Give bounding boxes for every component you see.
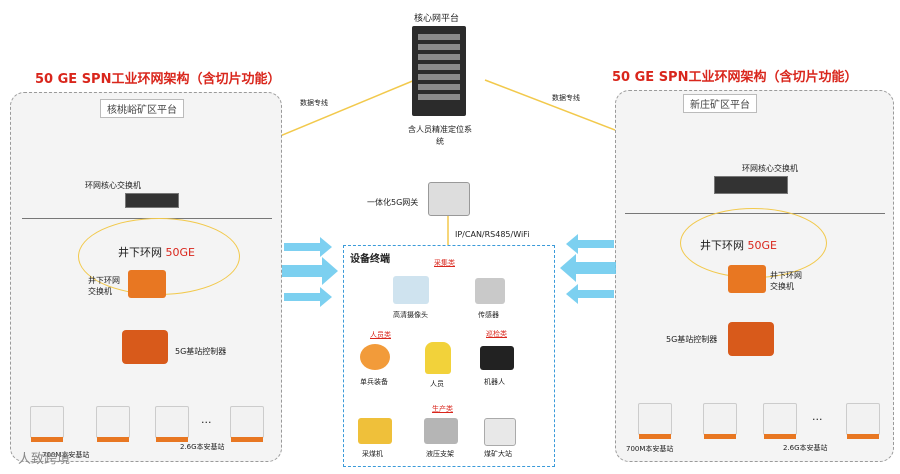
terminal-title: 设备终端 [350, 254, 390, 265]
right-controller-label: 5G基站控制器 [666, 335, 718, 344]
right-bs-2 [703, 403, 737, 439]
right-controller-icon [728, 322, 774, 356]
gateway-icon [428, 182, 470, 216]
left-down-switch-label: 井下环网交换机 [88, 276, 120, 296]
left-title: 50 GE SPN工业环网架构（含切片功能） [35, 72, 281, 87]
right-ring-speed: 50GE [747, 239, 777, 252]
left-ellipsis: ... [201, 413, 212, 426]
right-core-switch-icon [714, 176, 788, 194]
left-ring-speed: 50GE [165, 246, 195, 259]
right-bs-700-label: 700M本安基站 [626, 445, 674, 453]
robot-icon [480, 346, 514, 370]
left-link-label: 数据专线 [300, 99, 328, 107]
right-ring-prefix: 井下环网 [700, 239, 744, 252]
core-server-icon [412, 26, 466, 116]
right-bs-4 [846, 403, 880, 439]
right-ellipsis: ... [812, 410, 823, 423]
right-core-switch-label: 环网核心交换机 [742, 164, 798, 173]
watermark: 人致跨境 [18, 452, 71, 467]
left-arrows [282, 237, 338, 307]
sensor-label: 传感器 [478, 311, 499, 319]
right-bs-26-label: 2.6G本安基站 [783, 444, 828, 452]
left-bs-4 [230, 406, 264, 442]
server-rack-icon [418, 34, 460, 100]
right-ring-label: 井下环网 50GE [700, 237, 777, 253]
person-label: 人员 [430, 380, 444, 388]
support-label: 液压支架 [426, 450, 454, 458]
left-bs-26-label: 2.6G本安基站 [180, 443, 225, 451]
left-platform-label: 核桃峪矿区平台 [100, 99, 184, 118]
phone-equip-icon [360, 344, 390, 370]
left-core-switch-label: 环网核心交换机 [85, 181, 141, 190]
left-bs-1 [30, 406, 64, 442]
left-ring-label: 井下环网 50GE [118, 244, 195, 260]
left-bs-2 [96, 406, 130, 442]
sensor-icon [475, 278, 505, 304]
miner-icon [358, 418, 392, 444]
left-bs-3 [155, 406, 189, 442]
support-icon [424, 418, 458, 444]
right-bs-1 [638, 403, 672, 439]
right-arrows [560, 234, 616, 304]
left-down-switch-icon [128, 270, 166, 298]
left-controller-label: 5G基站控制器 [175, 347, 227, 356]
drill-label: 煤矿大站 [484, 450, 512, 458]
drill-icon [484, 418, 516, 446]
left-controller-icon [122, 330, 168, 364]
right-platform-label: 新庄矿区平台 [683, 94, 757, 113]
left-ring-prefix: 井下环网 [118, 246, 162, 259]
camera-icon [393, 276, 429, 304]
gateway-label: 一体化5G网关 [367, 198, 419, 207]
camera-label: 高清摄像头 [393, 311, 428, 319]
left-core-switch-icon [125, 193, 179, 208]
robot-label: 机器人 [484, 378, 505, 386]
right-down-switch-label: 井下环网交换机 [770, 271, 802, 291]
right-title: 50 GE SPN工业环网架构（含切片功能） [612, 70, 858, 85]
right-bs-3 [763, 403, 797, 439]
miner-label: 采煤机 [362, 450, 383, 458]
positioning-system-label: 含人员精准定位系统 [408, 125, 472, 146]
core-network-label: 核心网平台 [414, 14, 460, 24]
gateway-interfaces: IP/CAN/RS485/WiFi [455, 230, 530, 239]
left-bs-700-label: 700M本安基站 [42, 451, 90, 459]
phone-equip-label: 单兵装备 [360, 378, 388, 386]
right-link-label: 数据专线 [552, 94, 580, 102]
cat-production: 生产类 [432, 405, 453, 413]
person-icon [425, 342, 451, 374]
right-down-switch-icon [728, 265, 766, 293]
cat-collect: 采集类 [434, 259, 455, 267]
cat-person: 人员类 [370, 331, 391, 339]
cat-inspect: 巡检类 [486, 330, 507, 338]
